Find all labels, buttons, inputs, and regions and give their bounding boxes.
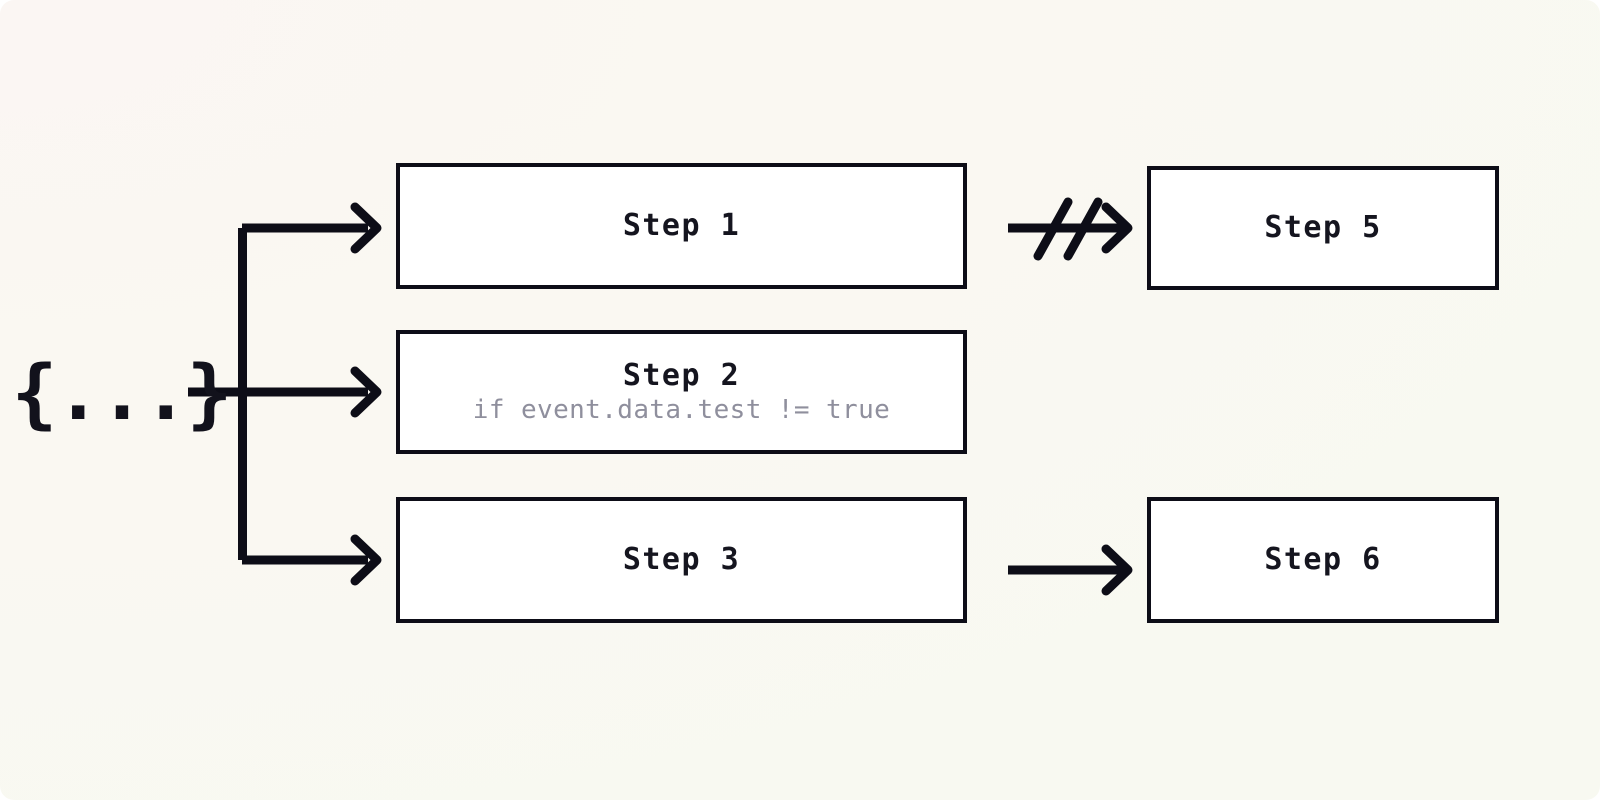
node-step-2-condition: if event.data.test != true (472, 395, 891, 426)
arrowhead-step-6 (1101, 544, 1133, 596)
arrowhead-step-5 (1101, 202, 1133, 254)
node-step-1[interactable]: Step 1 (396, 163, 967, 289)
source-node-event-payload[interactable]: {...} (11, 347, 233, 437)
node-step-5[interactable]: Step 5 (1147, 166, 1499, 290)
node-step-2-title: Step 2 (622, 357, 741, 393)
edge-cancel-marker-double-slash (1033, 197, 1103, 261)
node-step-5-title: Step 5 (1264, 210, 1382, 246)
arrowhead-step-3 (350, 534, 382, 586)
node-step-6[interactable]: Step 6 (1147, 497, 1499, 623)
node-step-1-title: Step 1 (622, 208, 741, 244)
arrowhead-step-1 (350, 202, 382, 254)
node-step-6-title: Step 6 (1264, 542, 1382, 578)
node-step-3-title: Step 3 (622, 542, 741, 578)
node-step-3[interactable]: Step 3 (396, 497, 967, 623)
arrowhead-step-2 (350, 366, 382, 418)
node-step-2[interactable]: Step 2 if event.data.test != true (396, 330, 967, 454)
